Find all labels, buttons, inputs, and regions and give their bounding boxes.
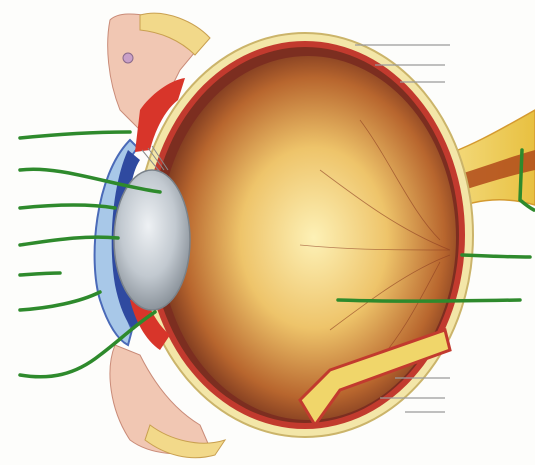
gland-upper bbox=[123, 53, 133, 63]
leader-vitreous-humor bbox=[338, 300, 520, 301]
leader-blind-spot bbox=[462, 255, 530, 257]
leader-cornea bbox=[20, 273, 60, 275]
